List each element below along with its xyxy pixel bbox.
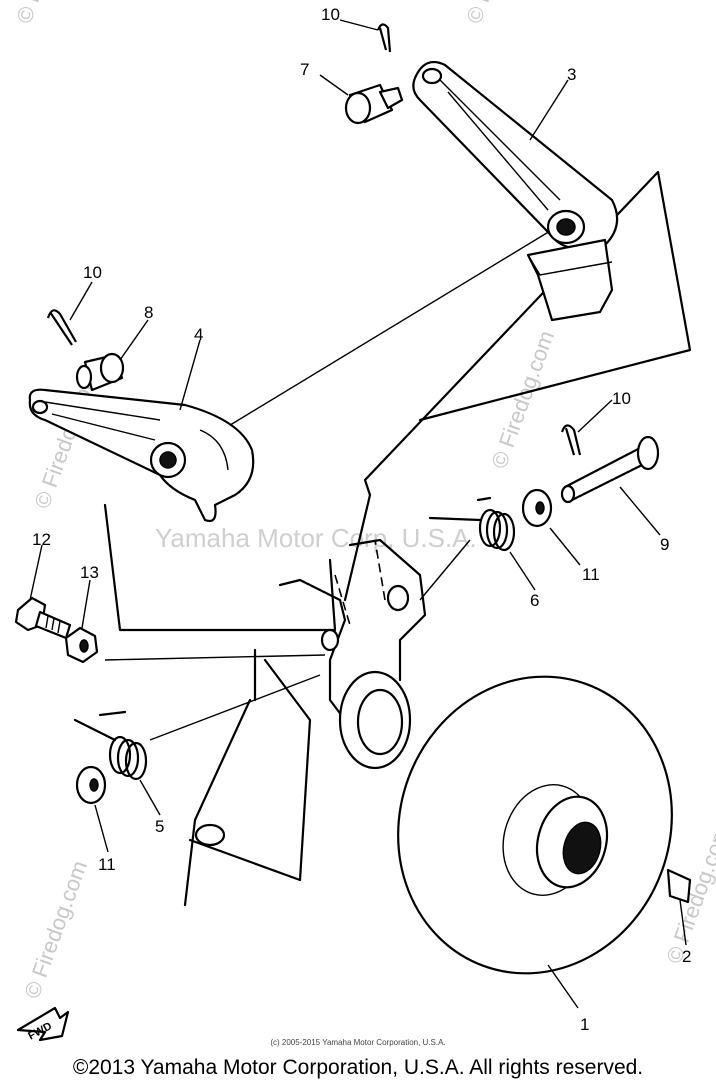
spring6-axis-line [419, 539, 471, 601]
part-3-upper-lever [412, 60, 619, 322]
bolt-axis-line [104, 654, 326, 661]
leader-lines [29, 19, 687, 1009]
part-11-washers [75, 488, 553, 805]
center-watermark: Yamaha Motor Corp, U.S.A. [155, 523, 477, 553]
part-10-cotter-pins [46, 23, 582, 456]
spring-axis-line [149, 674, 321, 741]
fwd-arrow-icon: FWD [16, 1006, 70, 1043]
callout-6: 6 [530, 591, 539, 610]
callout-5: 5 [155, 817, 164, 836]
assembly-lines [103, 170, 692, 741]
callout-11-upper: 11 [582, 565, 600, 584]
callout-11-lower: 11 [98, 855, 116, 874]
callout-10-right: 10 [612, 389, 631, 408]
part-5-spring [73, 710, 148, 781]
copyright-notice: ©2013 Yamaha Motor Corporation, U.S.A. A… [72, 1056, 644, 1079]
assembly-frame-left [103, 503, 337, 632]
part-2-key [666, 868, 692, 904]
part-7-collar-pin [344, 83, 404, 125]
firedog-watermark-bottom-left: © Firedog.com [19, 857, 92, 1001]
part-13-nut [64, 626, 99, 664]
callout-numbers: 1 2 3 4 5 6 7 8 9 10 10 10 11 11 12 13 [32, 5, 691, 1034]
housing-bracket [183, 538, 427, 907]
part-8-collar-pin [75, 352, 125, 392]
part-4-left-lever [28, 388, 255, 523]
dashed-line-b [374, 539, 386, 601]
part-6-spring [428, 496, 516, 552]
part-12-bolt [14, 596, 72, 640]
callout-8: 8 [144, 303, 153, 322]
assembly-frame-right [343, 170, 692, 602]
image-credit: (c) 2005-2015 Yamaha Motor Corporation, … [270, 1038, 446, 1047]
callout-10-left: 10 [83, 263, 102, 282]
callout-3: 3 [567, 65, 576, 84]
part-9-pin [560, 435, 660, 504]
callout-13: 13 [80, 563, 99, 582]
lever-axis-line [221, 224, 561, 431]
callout-12: 12 [32, 530, 51, 549]
dashed-line-a [334, 574, 351, 626]
callout-1: 1 [580, 1015, 589, 1034]
callout-4: 4 [194, 325, 203, 344]
callout-10-top: 10 [321, 5, 340, 24]
callout-2: 2 [682, 947, 691, 966]
firedog-watermark-top: © Firedog.com [461, 0, 534, 27]
firedog-watermark-top-left: © Firedog.com [11, 0, 84, 27]
callout-9: 9 [660, 535, 669, 554]
callout-7: 7 [300, 60, 309, 79]
part-1-sheave [397, 675, 673, 975]
